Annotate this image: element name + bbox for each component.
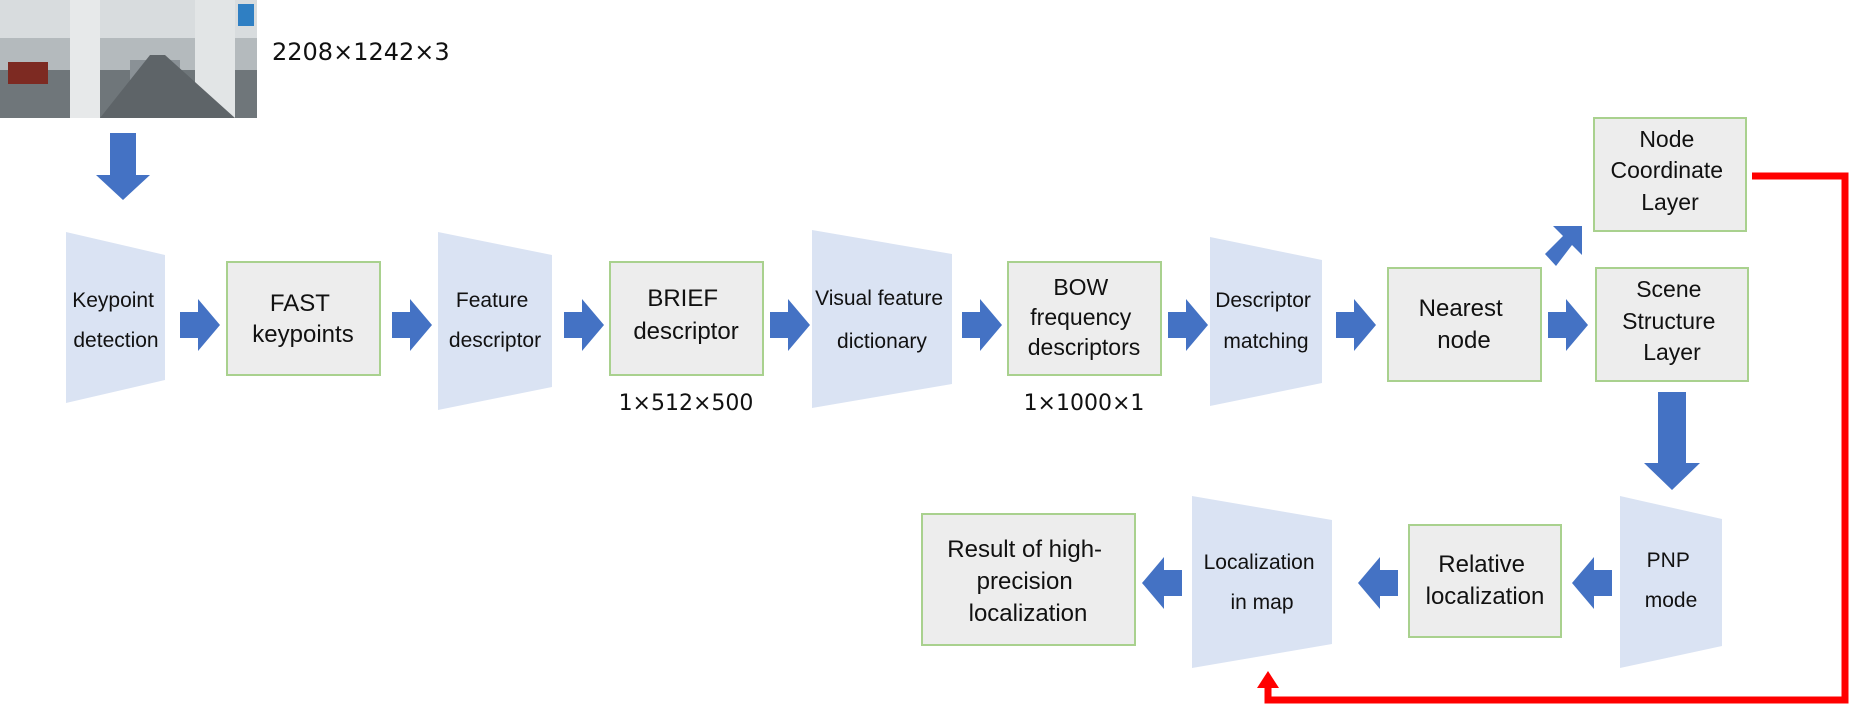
- node-label-line: PNP: [1647, 549, 1690, 572]
- down-arrow-icon: [1644, 392, 1700, 490]
- node-label-line: Descriptor: [1215, 289, 1311, 312]
- right-arrow-icon: [1168, 299, 1208, 351]
- node-label-line: Localization: [1204, 551, 1315, 574]
- node-pnp-mode: PNP mode: [1620, 496, 1722, 668]
- node-label-line: FAST: [270, 290, 330, 317]
- right-arrow-icon: [392, 299, 432, 351]
- node-descriptor-matching: Descriptor matching: [1210, 237, 1322, 406]
- node-label-line: Visual feature: [815, 287, 943, 310]
- node-label-line: descriptor: [633, 318, 738, 345]
- right-arrow-icon: [962, 299, 1002, 351]
- node-label-line: frequency: [1030, 304, 1132, 330]
- node-nearest-node: Nearest node: [1387, 267, 1542, 382]
- input-photo: [0, 0, 257, 118]
- svg-text:Feature descriptor: Feature descriptor: [449, 289, 541, 352]
- up-arrow-icon: [1257, 671, 1279, 688]
- node-label-line: dictionary: [837, 330, 927, 353]
- left-arrow-icon: [1572, 557, 1612, 609]
- node-label-line: localization: [1426, 583, 1545, 610]
- node-coordinate-layer: Node Coordinate Layer: [1593, 117, 1747, 232]
- node-brief-descriptor: BRIEF descriptor: [609, 261, 764, 376]
- right-arrow-icon: [564, 299, 604, 351]
- node-label-line: Keypoint: [72, 289, 154, 312]
- node-feature-descriptor: Feature descriptor: [438, 232, 552, 410]
- node-label-line: keypoints: [252, 321, 353, 348]
- node-visual-feature-dictionary: Visual feature dictionary: [812, 230, 952, 408]
- node-label-line: Node: [1639, 126, 1694, 152]
- right-arrow-icon: [180, 299, 220, 351]
- node-label-line: Relative: [1438, 551, 1525, 578]
- svg-text:PNP mode: PNP mode: [1645, 549, 1698, 612]
- svg-text:Scene Structure La: Scene Structure Layer: [1622, 276, 1722, 365]
- node-result: Result of high- precision localization: [921, 513, 1136, 646]
- node-label-line: Structure: [1622, 308, 1715, 334]
- node-keypoint-detection: Keypoint detection: [66, 232, 165, 403]
- svg-text:FAST keypoints: FAST keypoints: [252, 290, 353, 348]
- bow-dimensions-label: 1×1000×1: [1024, 391, 1145, 416]
- node-label-line: in map: [1230, 591, 1293, 614]
- svg-text:Localization in map: Localization in map: [1204, 551, 1321, 614]
- left-arrow-icon: [1358, 557, 1398, 609]
- svg-text:Node Coordinate La: Node Coordinate Layer: [1611, 126, 1730, 215]
- node-bow-frequency-descriptors: BOW frequency descriptors: [1007, 261, 1162, 376]
- svg-text:BOW frequency desc: BOW frequency descriptors: [1028, 274, 1140, 360]
- node-label-line: Coordinate: [1611, 157, 1724, 183]
- svg-text:Keypoint detection: Keypoint detection: [72, 289, 160, 352]
- node-label-line: localization: [969, 600, 1088, 627]
- node-label-line: BRIEF: [647, 285, 718, 312]
- node-label-line: Layer: [1643, 339, 1701, 365]
- node-label-line: BOW: [1053, 274, 1108, 300]
- node-label-line: Scene: [1636, 276, 1701, 302]
- node-label-line: Feature: [456, 289, 528, 312]
- svg-text:Descriptor matching: Descriptor matching: [1215, 289, 1317, 353]
- right-arrow-icon: [1548, 299, 1588, 351]
- svg-text:Nearest node: Nearest node: [1419, 295, 1510, 354]
- node-label-line: mode: [1645, 589, 1698, 612]
- svg-text:Result of high- precisio: Result of high- precision localization: [947, 536, 1108, 627]
- left-arrow-icon: [1142, 557, 1182, 609]
- node-label-line: matching: [1223, 330, 1308, 353]
- node-label-line: Result of high-: [947, 536, 1102, 563]
- input-dimensions-label: 2208×1242×3: [272, 38, 450, 66]
- node-label-line: node: [1437, 327, 1490, 354]
- right-arrow-icon: [1336, 299, 1376, 351]
- node-scene-structure-layer: Scene Structure Layer: [1595, 267, 1749, 382]
- node-fast-keypoints: FAST keypoints: [226, 261, 381, 376]
- up-right-arrow-icon: [1545, 226, 1582, 266]
- svg-text:BRIEF descriptor: BRIEF descriptor: [633, 285, 738, 345]
- right-arrow-icon: [770, 299, 810, 351]
- down-arrow-icon: [96, 133, 150, 200]
- node-localization-in-map: Localization in map: [1192, 496, 1332, 668]
- node-relative-localization: Relative localization: [1408, 524, 1562, 638]
- node-label-line: descriptors: [1028, 334, 1140, 360]
- svg-text:Relative localization: Relative localization: [1426, 551, 1545, 610]
- node-label-line: precision: [977, 568, 1073, 595]
- brief-dimensions-label: 1×512×500: [619, 391, 754, 416]
- node-label-line: Nearest: [1419, 295, 1503, 322]
- node-label-line: Layer: [1641, 189, 1699, 215]
- node-label-line: descriptor: [449, 329, 541, 352]
- feedback-connector: [1264, 172, 1849, 704]
- svg-text:Visual feature dictionar: Visual feature dictionary: [815, 287, 949, 353]
- node-label-line: detection: [73, 329, 158, 352]
